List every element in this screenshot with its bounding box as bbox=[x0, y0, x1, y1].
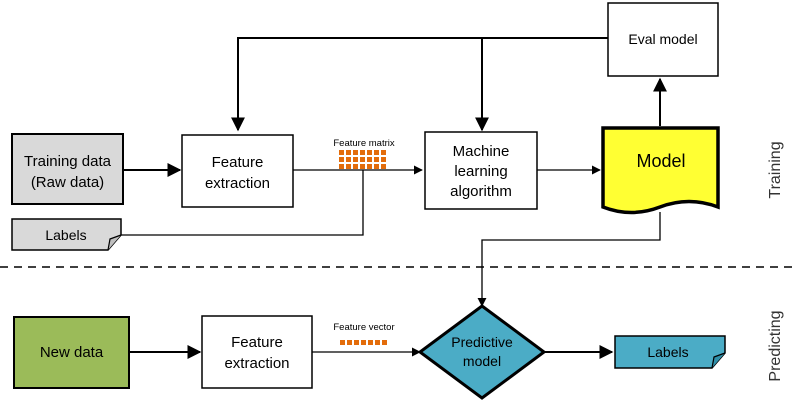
predicting-side-label: Predicting bbox=[767, 310, 784, 381]
training-data-label-line1: Training data bbox=[24, 153, 112, 170]
predictive-model-line2: model bbox=[463, 353, 501, 369]
feature-matrix-icon bbox=[339, 150, 386, 169]
labels-note-fold-icon bbox=[107, 234, 122, 251]
ml-algorithm-box: Machine learning algorithm bbox=[424, 131, 538, 210]
predictive-model-diamond: Predictive model bbox=[417, 304, 547, 400]
feature-extraction-box-training: Feature extraction bbox=[181, 134, 294, 208]
model-document: Model bbox=[601, 126, 720, 215]
predicted-labels-label: Labels bbox=[647, 344, 688, 360]
eval-model-label: Eval model bbox=[628, 31, 697, 47]
feature-extraction-training-line1: Feature bbox=[212, 154, 264, 171]
feature-extraction-training-line2: extraction bbox=[205, 175, 270, 192]
training-data-box: Training data (Raw data) bbox=[11, 133, 124, 205]
feature-vector-icon bbox=[340, 340, 387, 345]
feature-matrix-label: Feature matrix bbox=[333, 138, 394, 149]
connector-labels-to-feature-line bbox=[121, 170, 364, 236]
model-label: Model bbox=[636, 151, 685, 171]
new-data-label: New data bbox=[40, 344, 104, 361]
arrow-model-to-predictive bbox=[477, 212, 661, 307]
feature-extraction-predicting-line2: extraction bbox=[224, 355, 289, 372]
eval-model-box: Eval model bbox=[607, 2, 719, 77]
predicted-labels-fold-icon bbox=[711, 352, 726, 369]
ml-algorithm-line2: learning bbox=[454, 163, 507, 180]
training-data-label-line2: (Raw data) bbox=[31, 174, 104, 191]
predicted-labels-note: Labels bbox=[614, 335, 726, 369]
feature-extraction-box-predicting: Feature extraction bbox=[201, 315, 313, 389]
feature-vector-label: Feature vector bbox=[333, 322, 394, 333]
ml-algorithm-line1: Machine bbox=[453, 143, 510, 160]
training-side-label: Training bbox=[767, 141, 784, 198]
labels-note-label: Labels bbox=[45, 227, 86, 243]
arrow-eval-to-extraction bbox=[231, 37, 608, 132]
training-connectors bbox=[121, 37, 667, 307]
ml-algorithm-line3: algorithm bbox=[450, 183, 512, 200]
new-data-box: New data bbox=[13, 316, 130, 389]
feature-extraction-predicting-line1: Feature bbox=[231, 334, 283, 351]
labels-note: Labels bbox=[11, 218, 122, 251]
predictive-model-line1: Predictive bbox=[451, 334, 513, 350]
